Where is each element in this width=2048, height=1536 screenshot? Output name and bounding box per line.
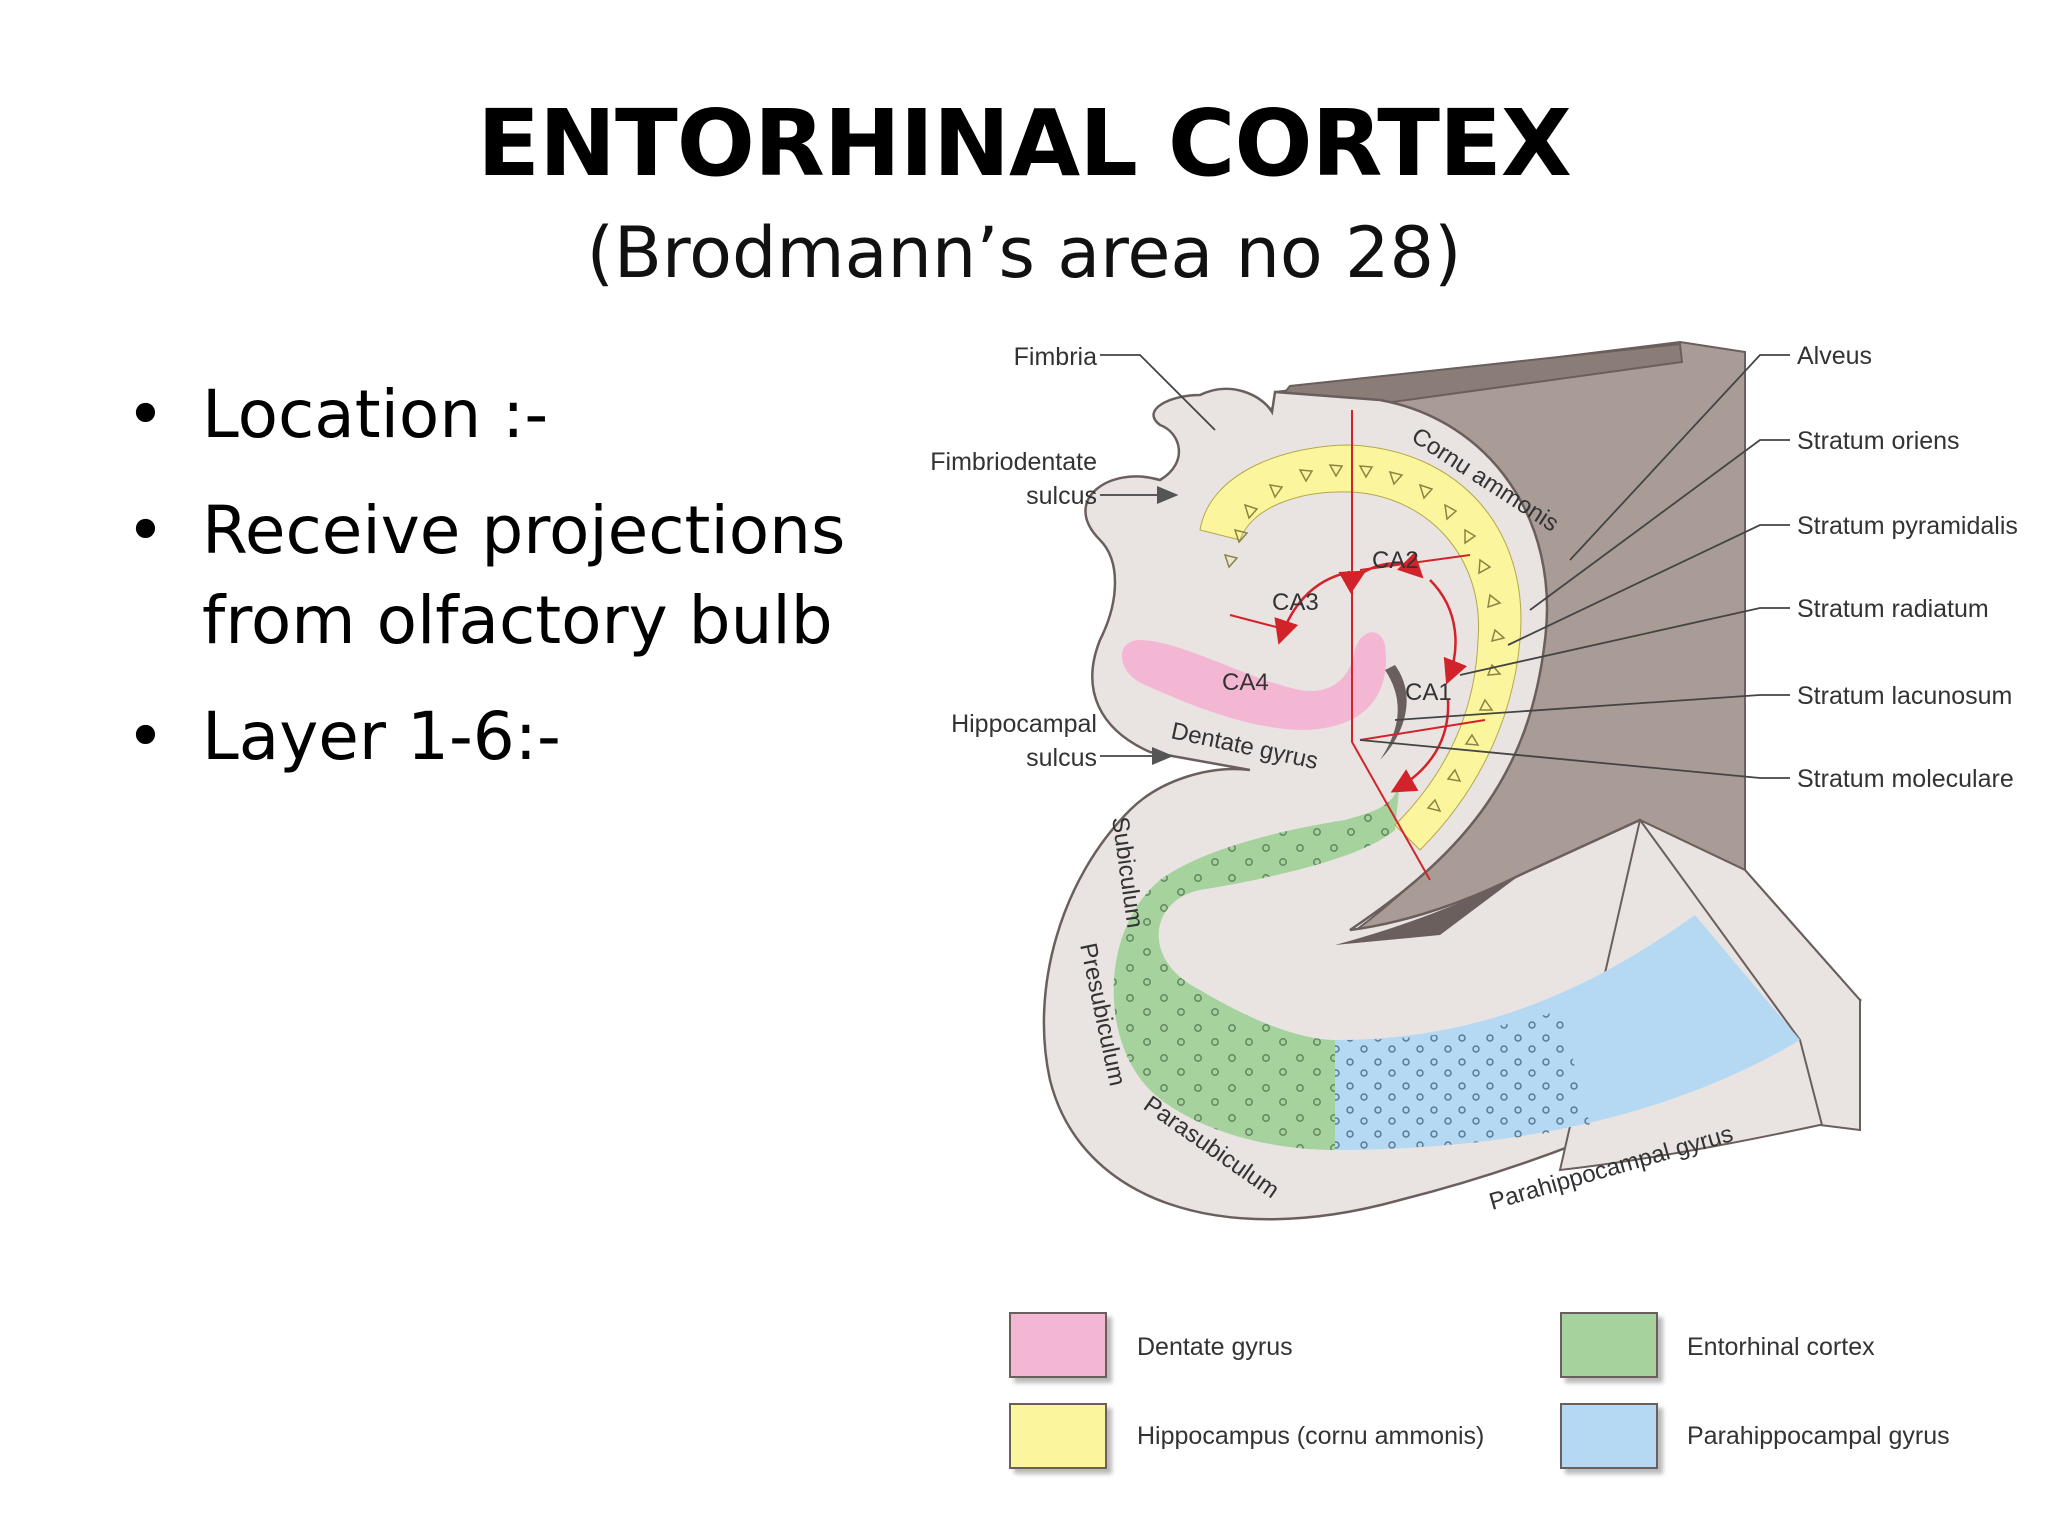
bullet-text: Receive projections from olfactory bulb (202, 492, 846, 659)
stratum-lacunosum-label: Stratum lacunosum (1797, 682, 2012, 710)
legend-label-hippocampus: Hippocampus (cornu ammonis) (1137, 1422, 1484, 1450)
legend-swatch-entorhinal (1560, 1312, 1658, 1378)
bullet-item: • Location :- (120, 370, 880, 460)
bullet-dot: • (126, 698, 165, 775)
fimbriodentate-label-2: sulcus (1026, 482, 1097, 510)
bullet-text: Layer 1-6:- (202, 698, 561, 775)
panel-edge (1744, 869, 1861, 1001)
cornu-ammonis-region (1199, 444, 1522, 851)
hippocampal-sulcus-label: Hippocampal (951, 710, 1097, 738)
alveus-label: Alveus (1797, 342, 1872, 370)
bullet-dot: • (126, 492, 165, 569)
left-leaders (1100, 354, 1216, 765)
bullet-list: • Location :- • Receive projections from… (120, 370, 880, 808)
bullet-item: • Layer 1-6:- (120, 692, 880, 782)
hippocampal-sulcus-label-2: sulcus (1026, 744, 1097, 772)
ca1-label: CA1 (1405, 679, 1452, 706)
bullet-item: • Receive projections from olfactory bul… (120, 486, 880, 666)
inner-dark-wedge (1335, 875, 1520, 945)
ca-arrows (1274, 552, 1468, 793)
right-leaders (1359, 354, 1790, 779)
stratum-pyramidalis-label: Stratum pyramidalis (1797, 512, 2018, 540)
fimbriodentate-label: Fimbriodentate (930, 448, 1097, 476)
fimbria-label: Fimbria (1014, 343, 1097, 371)
legend-label-dentate: Dentate gyrus (1137, 1333, 1293, 1361)
stratum-radiatum-label: Stratum radiatum (1797, 595, 1989, 623)
hippocampal-sulcus-wedge (1380, 665, 1407, 760)
bullet-text: Location :- (202, 376, 549, 453)
legend-swatch-hippocampus (1009, 1403, 1107, 1469)
slide-subtitle: (Brodmann’s area no 28) (586, 212, 1462, 294)
legend-swatch-parahippocampal (1560, 1403, 1658, 1469)
hippocampus-diagram: Fimbria Fimbriodentate sulcus Hippocampa… (930, 340, 2018, 1469)
legend-swatch-dentate (1009, 1312, 1107, 1378)
entorhinal-dots (1113, 780, 1400, 1150)
ca4-label: CA4 (1222, 669, 1269, 696)
stratum-oriens-label: Stratum oriens (1797, 427, 1960, 455)
legend-label-parahippocampal: Parahippocampal gyrus (1687, 1422, 1950, 1450)
parahippocampal-dots (1335, 1010, 1590, 1150)
slide-title: ENTORHINAL CORTEX (477, 90, 1572, 197)
ca2-label: CA2 (1372, 547, 1419, 574)
ca3-label: CA3 (1272, 589, 1319, 616)
stratum-moleculare-label: Stratum moleculare (1797, 765, 2014, 793)
bullet-dot: • (126, 376, 165, 453)
legend-label-entorhinal: Entorhinal cortex (1687, 1333, 1875, 1361)
legend: Dentate gyrus Entorhinal cortex Hippocam… (1009, 1312, 1950, 1469)
pyramidal-triangles (1223, 464, 1506, 813)
dentate-gyrus-region (1121, 632, 1386, 730)
